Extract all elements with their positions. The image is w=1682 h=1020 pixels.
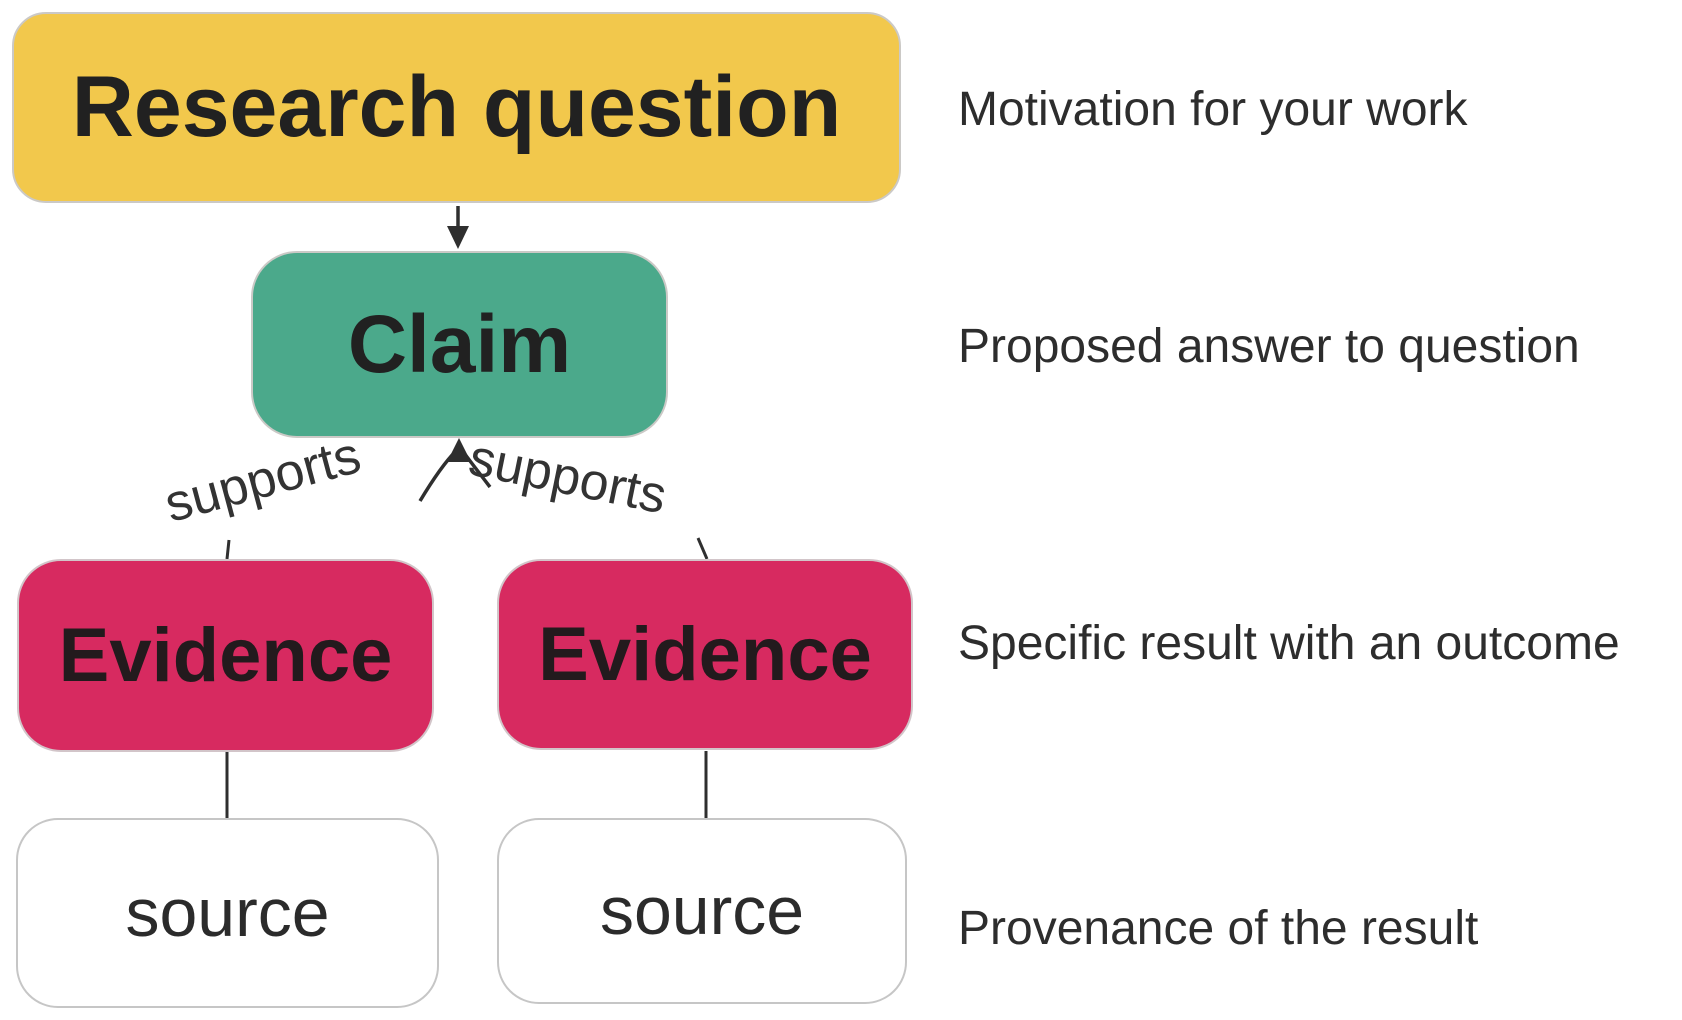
node-evidence-right: Evidence [497, 559, 913, 750]
node-evidence-left: Evidence [17, 559, 434, 752]
node-source-left: source [16, 818, 439, 1008]
node-evidence-left-label: Evidence [58, 613, 393, 698]
annotation-motivation: Motivation for your work [958, 83, 1468, 136]
edge-supports-arrowhead-icon [447, 438, 471, 462]
edge-rq-to-claim-arrowhead-icon [447, 226, 469, 249]
node-source-left-label: source [125, 875, 330, 951]
edge-label-supports-right: supports [464, 428, 672, 526]
node-claim-label: Claim [347, 298, 572, 390]
node-claim: Claim [251, 251, 668, 438]
edge-label-supports-left: supports [158, 426, 367, 534]
node-evidence-right-label: Evidence [538, 612, 872, 697]
node-research-question: Research question [12, 12, 901, 203]
edge-supports-right-tail [696, 537, 709, 560]
node-source-right: source [497, 818, 907, 1004]
annotation-proposed-answer: Proposed answer to question [958, 320, 1580, 373]
node-research-question-label: Research question [71, 59, 842, 155]
annotation-provenance: Provenance of the result [958, 902, 1479, 955]
edge-supports-left-curve [418, 449, 458, 502]
edge-supports-left-tail [225, 539, 231, 560]
node-source-right-label: source [599, 873, 805, 949]
annotation-specific-result: Specific result with an outcome [958, 617, 1620, 670]
